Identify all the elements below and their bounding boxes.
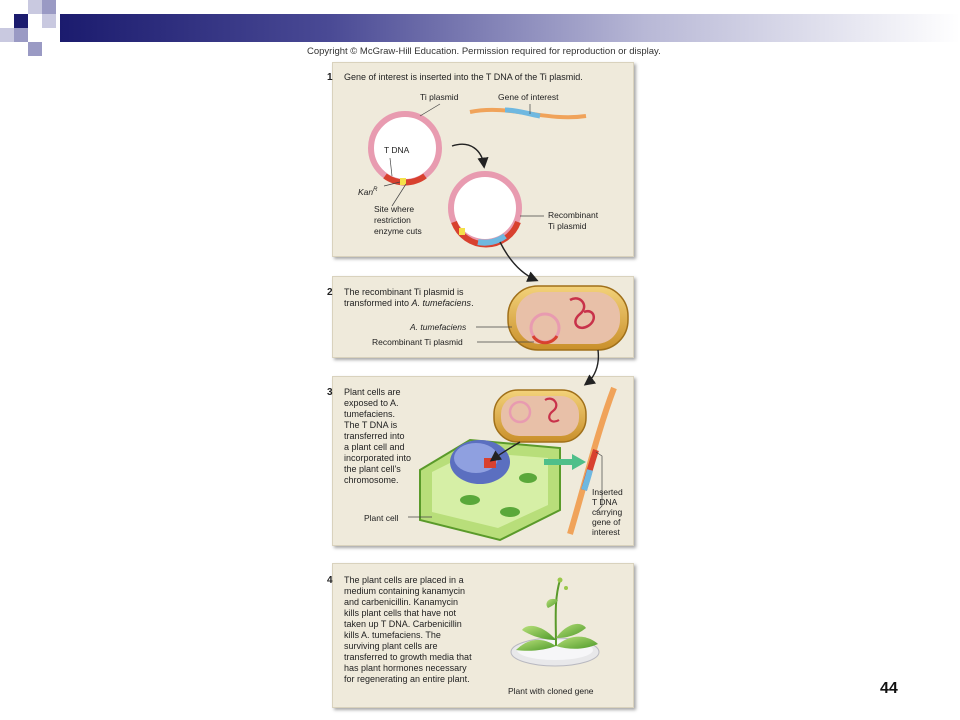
inserted-label-line: interest <box>592 527 620 537</box>
step-4-line: kills plant cells that have not <box>344 608 457 618</box>
kan-r-label: KanR <box>358 185 377 197</box>
deco-square <box>28 42 42 56</box>
step-4-line: taken up T DNA. Carbenicillin <box>344 619 462 629</box>
recombinant-label-line-1: Recombinant <box>548 210 599 220</box>
deco-square <box>42 0 56 14</box>
step-4-line: has plant hormones necessary <box>344 663 467 673</box>
inserted-label-line: Inserted <box>592 487 623 497</box>
step-4-number: 4 <box>327 575 333 586</box>
step-4-line: kills A. tumefaciens. The <box>344 630 441 640</box>
deco-square <box>28 0 42 14</box>
step-2-number: 2 <box>327 287 333 298</box>
step-2-line-2-post: . <box>471 298 474 308</box>
step-3-text: Plant cells are exposed to A. tumefacien… <box>344 387 434 486</box>
deco-square <box>42 14 56 28</box>
deco-square <box>14 28 28 42</box>
step-3-line: the plant cell's <box>344 464 401 474</box>
step-3-line: a plant cell and <box>344 442 405 452</box>
step-4-line: medium containing kanamycin <box>344 586 466 596</box>
step-4-line: transferred to growth media that <box>344 652 472 662</box>
inserted-label-line: carrying <box>592 507 623 517</box>
kan-r-text: Kan <box>358 186 374 197</box>
deco-square <box>0 28 14 42</box>
copyright-notice: Copyright © McGraw-Hill Education. Permi… <box>307 46 661 57</box>
step-4-line: surviving plant cells are <box>344 641 438 651</box>
page-number: 44 <box>880 680 898 697</box>
step-2-text: The recombinant Ti plasmid is transforme… <box>344 287 504 309</box>
title-bar <box>60 14 960 42</box>
step-3-line: tumefaciens. <box>344 409 396 419</box>
step-1-number: 1 <box>327 72 333 83</box>
plant-cell-label: Plant cell <box>364 513 399 523</box>
ti-plasmid-label: Ti plasmid <box>420 92 459 102</box>
site-label-line-1: Site where <box>374 204 415 214</box>
deco-square <box>14 14 28 28</box>
step-4-line: and carbenicillin. Kanamycin <box>344 597 459 607</box>
slide-header-decoration <box>0 0 960 60</box>
step-4-line: The plant cells are placed in a <box>344 575 464 585</box>
step-2-line-2-italic: A. tumefaciens <box>411 298 472 308</box>
inserted-t-dna-label: Inserted T DNA carrying gene of interest <box>592 487 630 537</box>
step-3-line: transferred into <box>344 431 405 441</box>
site-label-line-2: restriction <box>374 215 411 225</box>
recombinant-label-line-2: Ti plasmid <box>548 221 587 231</box>
plant-with-cloned-gene-label: Plant with cloned gene <box>508 686 594 696</box>
step-4-line: for regenerating an entire plant. <box>344 674 470 684</box>
step-2-line-2-pre: transformed into <box>344 298 412 308</box>
site-label-line-3: enzyme cuts <box>374 226 422 236</box>
step-3-line: chromosome. <box>344 475 399 485</box>
step-3-number: 3 <box>327 387 333 398</box>
a-tumefaciens-label: A. tumefaciens <box>410 322 467 332</box>
step-3-line: The T DNA is <box>344 420 398 430</box>
t-dna-label: T DNA <box>384 145 410 155</box>
step-4-text: The plant cells are placed in a medium c… <box>344 575 504 685</box>
step-1-text: Gene of interest is inserted into the T … <box>344 72 583 82</box>
kan-r-superscript: R <box>373 187 378 193</box>
inserted-label-line: T DNA <box>592 497 618 507</box>
step-3-line: incorporated into <box>344 453 412 463</box>
gene-of-interest-label: Gene of interest <box>498 92 559 102</box>
inserted-label-line: gene of <box>592 517 621 527</box>
recombinant-ti-plasmid-label: Recombinant Ti plasmid <box>372 337 463 347</box>
step-3-line: Plant cells are <box>344 387 401 397</box>
step-2-line-1: The recombinant Ti plasmid is <box>344 287 464 297</box>
step-3-line: exposed to A. <box>344 398 399 408</box>
